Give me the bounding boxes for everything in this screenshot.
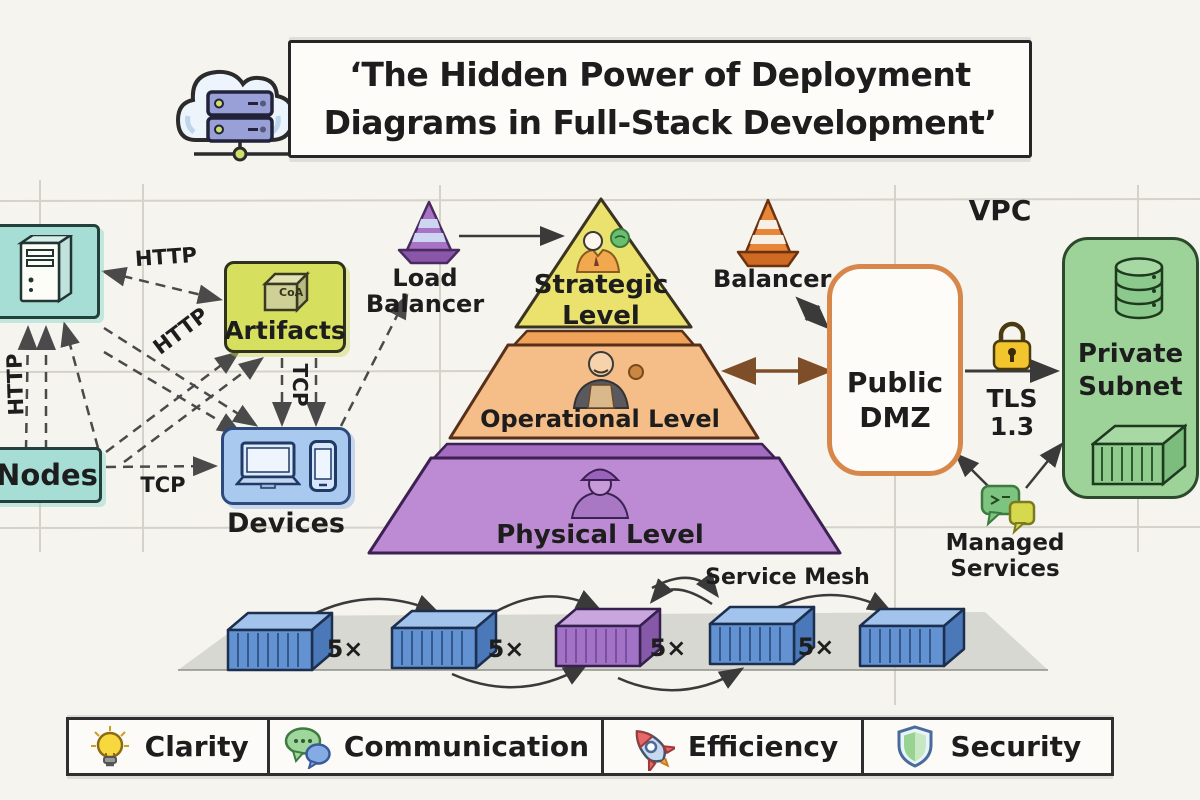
operational-level-label: Operational Level <box>480 405 720 433</box>
public-dmz-line2: DMZ <box>859 401 931 434</box>
devices-label: Devices <box>227 508 345 539</box>
private-subnet-line1: Private <box>1077 339 1184 369</box>
benefit-efficiency: Efficiency <box>604 720 864 773</box>
public-dmz-line1: Public <box>846 366 944 399</box>
managed-to-dmz-arrow <box>954 452 989 487</box>
managed-services-icon <box>980 484 1036 535</box>
artifact-package-icon <box>261 270 311 314</box>
private-subnet-label: Private Subnet <box>1065 338 1196 403</box>
managed-services-line2: Services <box>950 556 1060 583</box>
title-banner: ‘The Hidden Power of Deployment Diagrams… <box>288 40 1032 158</box>
artifacts-box: CoA Artifacts <box>224 261 346 353</box>
replica-count-2: 5× <box>487 635 525 663</box>
vpc-label: VPC <box>968 194 1032 227</box>
nodes-label: Nodes <box>0 458 98 492</box>
mesh-containers <box>226 605 966 672</box>
strategic-level-line2: Level <box>562 301 640 332</box>
shield-icon <box>897 724 933 768</box>
private-subnet-box: Private Subnet <box>1062 237 1199 499</box>
laptop-icon <box>235 441 301 489</box>
chat-bubbles-icon <box>284 726 331 769</box>
replica-count-3: 5× <box>649 634 687 662</box>
artifacts-label: Artifacts <box>224 316 346 345</box>
physical-person-icon <box>570 468 630 519</box>
replica-count-4: 5× <box>797 633 835 661</box>
container-5 <box>858 607 966 668</box>
load-balancer-cone-icon <box>397 200 461 265</box>
load-balancer-label: Load Balancer <box>365 264 485 319</box>
strategic-level-label: Strategic Level <box>520 270 682 332</box>
lightbulb-icon <box>90 725 129 766</box>
replica-count-1: 5× <box>326 635 364 663</box>
nodes-box: Nodes <box>0 447 102 503</box>
devices-box <box>221 427 351 505</box>
balancer-label: Balancer <box>713 265 832 293</box>
http-label-horizontal: HTTP <box>134 242 198 272</box>
database-icon <box>1114 257 1164 320</box>
mesh-arcs <box>309 572 893 692</box>
balancer-cone-icon <box>736 198 800 268</box>
public-dmz-box: Public DMZ <box>827 264 963 476</box>
title-line-2: Diagrams in Full-Stack Development’ <box>323 103 997 142</box>
artifact-package-text: CoA <box>279 286 304 299</box>
dashed-arrows <box>17 266 409 477</box>
container-icon <box>1091 423 1187 487</box>
lock-icon <box>992 321 1032 371</box>
tcp-label-vertical: TCP <box>288 363 312 407</box>
strategic-person-icon <box>575 228 630 273</box>
tcp-label-horizontal: TCP <box>140 473 186 497</box>
strategic-level-line1: Strategic <box>533 270 669 300</box>
benefit-efficiency-label: Efficiency <box>687 730 839 763</box>
managed-services-line1: Managed <box>945 530 1065 556</box>
benefit-security-label: Security <box>950 730 1082 763</box>
cloud-server-logo <box>175 69 296 162</box>
benefit-clarity-label: Clarity <box>144 730 249 763</box>
container-1 <box>226 611 334 672</box>
managed-to-private-arrow <box>1025 442 1064 489</box>
balancer-to-dmz-arrow <box>795 296 830 330</box>
container-4 <box>708 605 816 666</box>
tls-label: TLS 1.3 <box>986 384 1038 441</box>
benefits-bar: Clarity Communication <box>66 717 1114 776</box>
operational-person-icon <box>572 351 644 409</box>
benefit-communication-label: Communication <box>343 730 590 763</box>
rocket-icon <box>635 729 675 771</box>
managed-services-label: Managed Services <box>940 530 1070 583</box>
physical-level-label: Physical Level <box>496 520 704 550</box>
container-2 <box>390 609 498 670</box>
container-3 <box>554 607 662 668</box>
benefit-communication: Communication <box>270 720 605 773</box>
solid-arrows <box>459 226 1064 489</box>
service-mesh-label: Service Mesh <box>705 565 870 590</box>
phone-icon <box>309 440 337 492</box>
server-tower-icon <box>16 234 74 303</box>
private-subnet-line2: Subnet <box>1078 371 1183 402</box>
benefit-clarity: Clarity <box>69 720 271 773</box>
server-node-box <box>0 224 100 319</box>
http-label-vertical: HTTP <box>2 353 29 416</box>
benefit-security: Security <box>864 720 1111 773</box>
title-line-1: ‘The Hidden Power of Deployment <box>349 55 971 95</box>
